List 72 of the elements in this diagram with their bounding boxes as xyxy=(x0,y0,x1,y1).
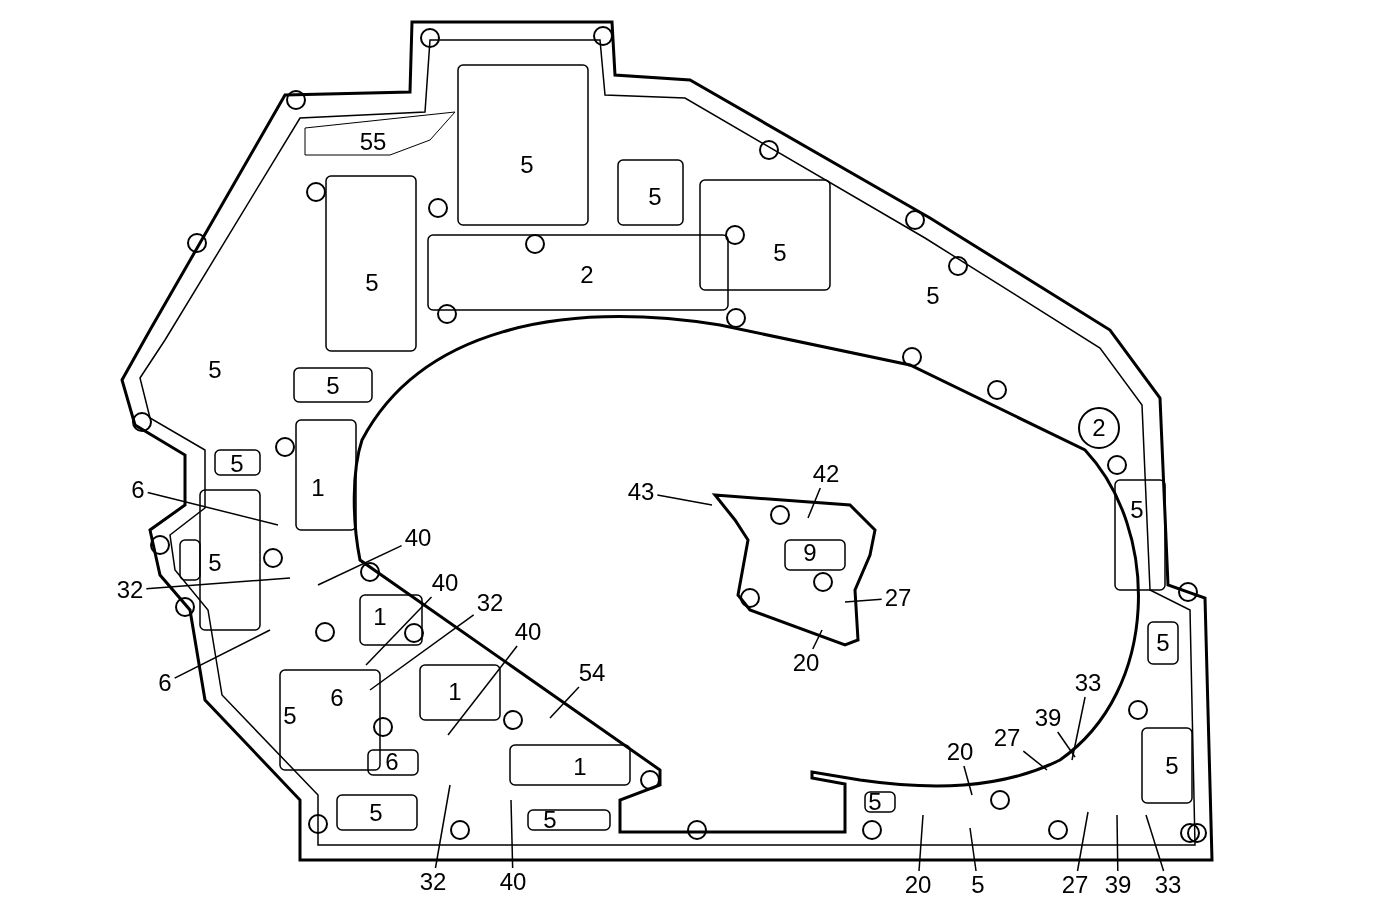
leader-line xyxy=(844,598,883,603)
passage-number: 5 xyxy=(207,551,223,575)
leader-line xyxy=(812,629,823,650)
leader-line xyxy=(510,799,514,869)
leader-line xyxy=(365,596,433,666)
passage-number: 5 xyxy=(925,284,941,308)
passage-number: 1 xyxy=(310,476,326,500)
passage-number: 5 xyxy=(282,704,298,728)
callout-number: 33 xyxy=(1073,671,1103,695)
passage-number: 5 xyxy=(325,374,341,398)
passage-number: 5 xyxy=(1155,631,1171,655)
leader-line xyxy=(1145,814,1165,872)
passage-number: 6 xyxy=(329,686,345,710)
leader-line xyxy=(173,629,271,679)
leader-line xyxy=(1071,696,1086,761)
leader-line xyxy=(317,544,403,586)
callout-number: 32 xyxy=(475,591,505,615)
passage-number: 5 xyxy=(542,808,558,832)
circled-number: 2 xyxy=(1078,407,1120,449)
callout-number: 43 xyxy=(626,480,656,504)
callout-number: 27 xyxy=(992,726,1022,750)
callout-number: 39 xyxy=(1033,706,1063,730)
callout-number: 39 xyxy=(1103,873,1133,897)
passage-number: 5 xyxy=(364,271,380,295)
passage-number: 2 xyxy=(579,263,595,287)
passage-number: 1 xyxy=(572,755,588,779)
callout-number: 6 xyxy=(157,671,173,695)
callout-number: 40 xyxy=(403,526,433,550)
passage-number: 55 xyxy=(358,130,388,154)
callout-number: 27 xyxy=(883,586,913,610)
leader-line xyxy=(1022,750,1048,771)
leader-line xyxy=(549,686,580,719)
leader-line xyxy=(969,827,977,872)
callout-number: 32 xyxy=(418,870,448,894)
callout-number: 20 xyxy=(791,651,821,675)
callout-number: 5 xyxy=(970,873,986,897)
leader-line xyxy=(918,814,924,872)
leader-line xyxy=(656,494,713,506)
callout-number: 27 xyxy=(1060,873,1090,897)
callout-number: 32 xyxy=(115,578,145,602)
leader-line xyxy=(145,577,291,590)
callout-number: 6 xyxy=(130,478,146,502)
passage-number: 6 xyxy=(384,750,400,774)
callout-number: 20 xyxy=(903,873,933,897)
leader-line xyxy=(447,645,518,736)
passage-number: 5 xyxy=(368,801,384,825)
passage-number: 5 xyxy=(1129,498,1145,522)
passage-number: 5 xyxy=(772,241,788,265)
passage-number: 5 xyxy=(647,185,663,209)
passage-number: 5 xyxy=(867,790,883,814)
callout-number: 20 xyxy=(945,740,975,764)
passage-number: 1 xyxy=(447,680,463,704)
passage-number: 5 xyxy=(1164,754,1180,778)
leader-line xyxy=(963,765,973,796)
leader-line xyxy=(369,614,475,691)
passage-number: 5 xyxy=(229,452,245,476)
leader-line xyxy=(807,487,821,519)
leader-line xyxy=(1056,731,1076,758)
passage-number: 5 xyxy=(519,153,535,177)
callout-number: 40 xyxy=(430,571,460,595)
leader-line xyxy=(146,491,279,526)
leader-line xyxy=(434,784,451,869)
leader-line xyxy=(1076,811,1089,872)
passage-number: 9 xyxy=(802,541,818,565)
callout-number: 42 xyxy=(811,462,841,486)
leader-line xyxy=(1116,814,1119,872)
callout-number: 40 xyxy=(498,870,528,894)
callout-number: 33 xyxy=(1153,873,1183,897)
callout-number: 54 xyxy=(577,661,607,685)
callout-number: 40 xyxy=(513,620,543,644)
passage-number: 5 xyxy=(207,358,223,382)
passage-number: 1 xyxy=(372,605,388,629)
